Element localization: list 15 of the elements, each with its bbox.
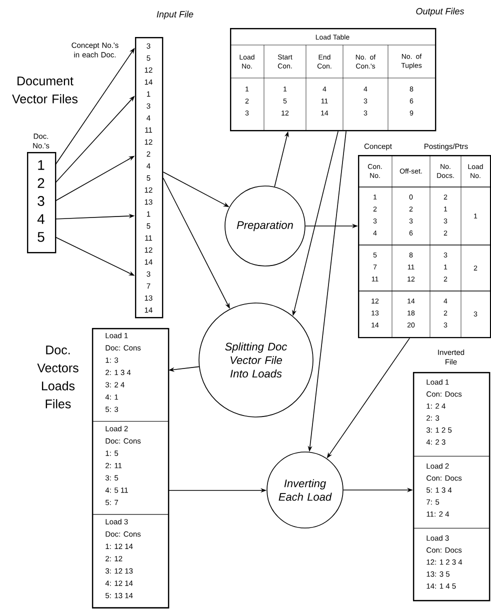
- doc-number: 5: [38, 232, 44, 242]
- file-label: Input File: [156, 10, 194, 20]
- doc-number: 1: [38, 160, 44, 170]
- file-box: [92, 328, 170, 608]
- load-table: [230, 28, 436, 132]
- doc-number: 4: [37, 214, 44, 224]
- file-label: Doc. Vectors Loads Files: [37, 346, 78, 408]
- file-box: [413, 372, 490, 602]
- doc-number: 3: [38, 196, 44, 206]
- file-label: Document Vector Files: [12, 76, 78, 104]
- file-label: Output Files: [416, 8, 464, 16]
- doc-number-box: [27, 152, 56, 254]
- concept-list-box: [135, 37, 164, 318]
- postings-table: [358, 154, 491, 338]
- doc-number: 2: [38, 178, 44, 188]
